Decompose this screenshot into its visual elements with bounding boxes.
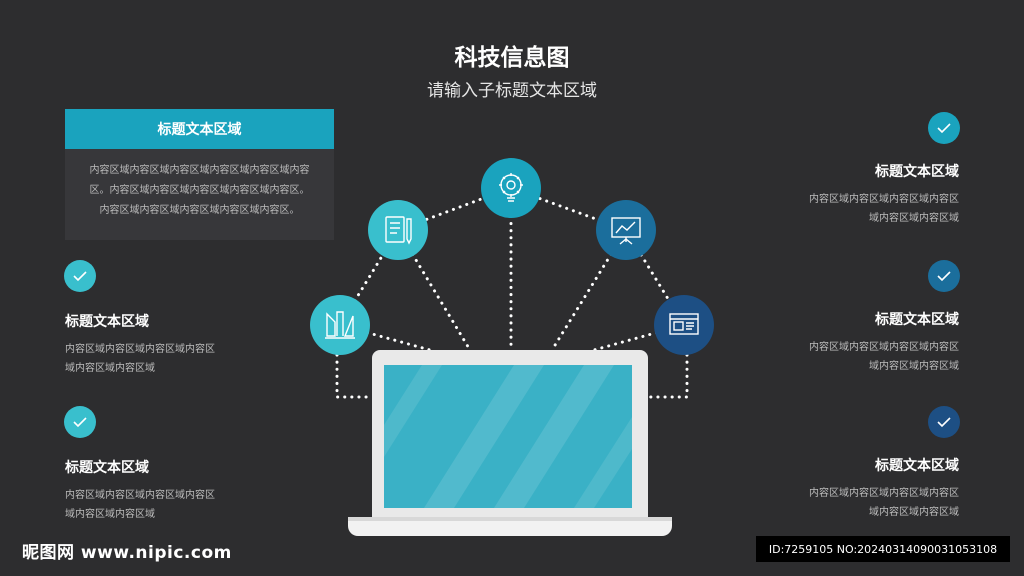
item-line: 域内容区域内容区域 [65,509,155,520]
presentation-chart-icon [596,200,656,260]
page-title: 科技信息图 [454,45,570,71]
item-line: 域内容区域内容区域 [869,507,959,518]
blueprint-ruler-icon [310,295,370,355]
image-id-bar: ID:7259105 NO:20240314090031053108 [756,536,1010,562]
laptop [348,350,672,536]
check-icon [928,406,960,438]
check-icon [928,112,960,144]
laptop-base-shadow [348,517,672,521]
check-icon [64,406,96,438]
item-line: 内容区域内容区域内容区域内容区 [65,490,215,501]
left-item-text: 内容区域内容区域内容区域内容区 域内容区域内容区域 [65,340,215,378]
check-icon [928,260,960,292]
featured-box-line: 区。内容区域内容区域内容区域内容区域内容区。 [89,185,310,196]
right-item-title: 标题文本区域 [875,458,959,474]
check-icon [64,260,96,292]
item-line: 域内容区域内容区域 [869,361,959,372]
gear-bulb-icon [481,158,541,218]
item-line: 内容区域内容区域内容区域内容区 [809,488,959,499]
right-item-title: 标题文本区域 [875,164,959,180]
left-item-title: 标题文本区域 [65,314,149,330]
right-item-text: 内容区域内容区域内容区域内容区 域内容区域内容区域 [809,190,959,228]
featured-box-line: 内容区域内容区域内容区域内容区域内容区。 [99,205,300,216]
laptop-base [348,517,672,536]
item-line: 内容区域内容区域内容区域内容区 [65,344,215,355]
page-subtitle: 请输入子标题文本区域 [427,81,597,101]
right-item-text: 内容区域内容区域内容区域内容区 域内容区域内容区域 [809,338,959,376]
item-line: 内容区域内容区域内容区域内容区 [809,194,959,205]
item-line: 域内容区域内容区域 [65,363,155,374]
browser-window-icon [654,295,714,355]
document-pen-icon [368,200,428,260]
right-item-title: 标题文本区域 [875,312,959,328]
item-line: 内容区域内容区域内容区域内容区 [809,342,959,353]
left-item-title: 标题文本区域 [65,460,149,476]
right-item-text: 内容区域内容区域内容区域内容区 域内容区域内容区域 [809,484,959,522]
featured-box-body: 内容区域内容区域内容区域内容区域内容区域内容 区。内容区域内容区域内容区域内容区… [65,149,334,240]
item-line: 域内容区域内容区域 [869,213,959,224]
featured-box-line: 内容区域内容区域内容区域内容区域内容区域内容 [89,165,310,176]
site-logo: 昵图网 www.nipic.com [22,543,232,563]
laptop-screen [384,365,632,508]
featured-box-title: 标题文本区域 [65,109,334,149]
left-item-text: 内容区域内容区域内容区域内容区 域内容区域内容区域 [65,486,215,524]
